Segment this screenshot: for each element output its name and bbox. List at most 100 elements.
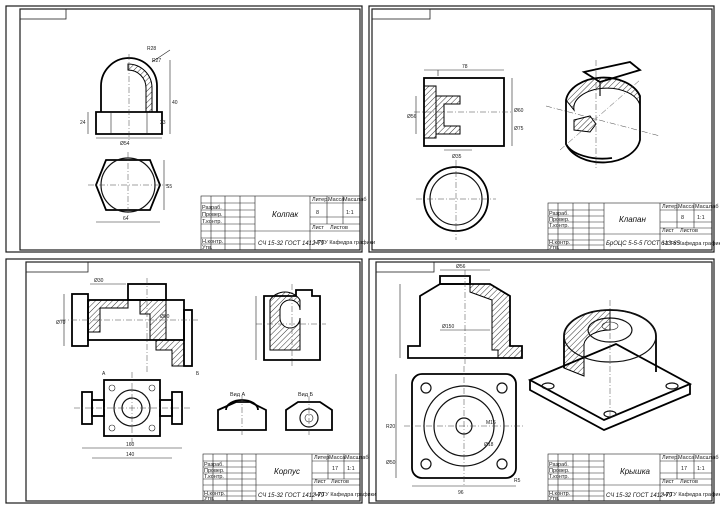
sheet-3-material: СЧ 15-32 ГОСТ 1412-79 xyxy=(258,493,325,499)
sheet-4-org: НГТУ Кафедра графики xyxy=(663,492,720,498)
cap-dim-r27: R27 xyxy=(152,58,161,64)
valve-dim-d60: Ø60 xyxy=(514,108,524,114)
sheet-3-title-block xyxy=(202,453,361,502)
cap-hex-view xyxy=(88,152,168,223)
body-dim-d60: Ø60 xyxy=(160,314,170,320)
body-dim-140: 140 xyxy=(126,452,135,458)
sheet-2-corner-box xyxy=(371,8,431,20)
valve-dim-d75: Ø75 xyxy=(514,126,524,132)
body-marker-b: Б xyxy=(196,371,200,377)
sheet-4-lit-header: Литер. xyxy=(662,455,679,461)
body-front-section xyxy=(60,278,200,372)
sheet-3-inner-frame xyxy=(25,261,361,502)
cap-dim-s5: S5 xyxy=(166,184,172,190)
cover-dim-r20: R20 xyxy=(386,424,395,430)
sheet-3-lit-header: Литер. xyxy=(314,455,331,461)
cap-dim-40: 40 xyxy=(172,100,178,106)
sheet-1-material: СЧ 15-32 ГОСТ 1412-79 xyxy=(258,241,325,247)
sheet-1-mass: 8 xyxy=(316,210,319,216)
sheet-2-row-razrab: Разраб. xyxy=(549,211,569,217)
body-view-a xyxy=(217,396,267,436)
sheet-3-title: Корпус xyxy=(274,467,300,476)
body-view-b-label: Вид Б xyxy=(298,392,313,398)
sheet-2-title-block xyxy=(547,202,713,251)
body-view-b xyxy=(285,396,333,436)
sheet-2-lit-header: Литер. xyxy=(662,204,679,210)
sheet-4-outer-frame xyxy=(368,258,715,504)
sheet-1-scale-header: Масштаб xyxy=(343,197,367,203)
body-side-section xyxy=(255,284,326,366)
sheet-1-sheets-label: Листов xyxy=(330,225,348,231)
sheet-4-title: Крышка xyxy=(620,467,650,476)
sheet-2-org: НГТУ Кафедра графики xyxy=(663,241,720,247)
sheet-1-scale: 1:1 xyxy=(346,210,354,216)
sheet-2: 78 Ø56 Ø60 Ø75 Ø35 xyxy=(368,5,720,253)
sheet-2-sheets-label: Листов xyxy=(680,228,698,234)
cover-dim-96: 96 xyxy=(458,490,464,496)
cap-dim-64: 64 xyxy=(123,216,129,222)
cap-front-view xyxy=(87,49,171,140)
sheet-3-mass: 17 xyxy=(332,466,338,472)
sheet-3-row-tkontr: Т.контр. xyxy=(204,474,224,480)
sheet-2-scale-header: Масштаб xyxy=(695,204,719,210)
sheet-2-material: БрОЦС 5-5-5 ГОСТ 613-65 xyxy=(606,241,680,247)
sheet-4-row-razrab: Разраб. xyxy=(549,462,569,468)
sheet-4-row-tkontr: Т.контр. xyxy=(549,474,569,480)
valve-dim-d35: Ø35 xyxy=(452,154,462,160)
sheet-1-lit-header: Литер. xyxy=(312,197,329,203)
sheet-3-sheet-label: Лист xyxy=(314,479,326,485)
cover-dim-m16: M16 xyxy=(486,420,496,426)
sheet-4-mass-header: Масса xyxy=(678,455,695,461)
sheet-4: Ø56 Ø150 Ø18 M16 R5 Ø50 96 R20 xyxy=(368,258,720,504)
sheet-3-scale-header: Масштаб xyxy=(345,455,369,461)
cover-dim-r5: R5 xyxy=(514,478,521,484)
sheet-1-sheet-label: Лист xyxy=(312,225,324,231)
cover-dim-d18: Ø18 xyxy=(484,442,494,448)
sheet-4-sheet-label: Лист xyxy=(662,479,674,485)
cap-dim-23: 23 xyxy=(160,120,166,126)
sheet-1-row-tkontr: Т.контр. xyxy=(202,219,222,225)
cover-front-section xyxy=(399,269,523,364)
sheet-4-row-nkontr: Н.контр. xyxy=(549,491,571,497)
body-dim-160: 160 xyxy=(126,442,135,448)
sheet-3-outer-frame xyxy=(5,258,363,504)
sheet-1-row-razrab: Разраб. xyxy=(202,205,222,211)
sheet-4-title-block xyxy=(547,453,713,502)
sheet-2-row-nkontr: Н.контр. xyxy=(549,240,571,246)
sheet-1-row-nkontr: Н.контр. xyxy=(202,239,224,245)
sheet-4-inner-frame xyxy=(375,261,713,502)
sheet-3-row-razrab: Разраб. xyxy=(204,462,224,468)
valve-circle-view xyxy=(416,160,496,240)
sheet-1: R28 R27 Ø54 40 24 23 S5 64 xyxy=(5,5,375,253)
body-top-view xyxy=(74,372,190,459)
sheet-3-scale: 1:1 xyxy=(347,466,355,472)
valve-section-view xyxy=(414,69,513,151)
body-dim-d30: Ø30 xyxy=(94,278,104,284)
sheet-2-row-prover: Провер. xyxy=(549,217,570,223)
cover-top-view xyxy=(395,366,524,487)
sheet-3-row-nkontr: Н.контр. xyxy=(204,491,226,497)
sheet-4-material: СЧ 15-32 ГОСТ 1412-79 xyxy=(606,493,673,499)
sheet-1-mass-header: Масса xyxy=(328,197,345,203)
cover-isometric-view xyxy=(527,300,693,431)
sheet-2-mass-header: Масса xyxy=(678,204,695,210)
sheet-3-corner-box xyxy=(25,261,89,273)
sheet-1-org: НГТУ Кафедра графики xyxy=(314,240,375,246)
sheet-2-title: Клапан xyxy=(619,215,646,224)
valve-dim-78: 78 xyxy=(462,64,468,70)
sheet-2-sheet-label: Лист xyxy=(662,228,674,234)
sheet-1-outer-frame xyxy=(5,5,363,253)
cover-dim-d150: Ø150 xyxy=(442,324,454,330)
body-dim-d70: Ø70 xyxy=(56,320,66,326)
sheet-1-row-utv: Утв. xyxy=(202,245,213,251)
sheet-4-sheets-label: Листов xyxy=(680,479,698,485)
cover-dim-d56: Ø56 xyxy=(456,264,466,270)
sheet-4-row-prover: Провер. xyxy=(549,468,570,474)
sheet-4-mass: 17 xyxy=(681,466,687,472)
sheet-2-row-tkontr: Т.контр. xyxy=(549,223,569,229)
body-marker-a: A xyxy=(102,371,106,377)
cap-dim-r28: R28 xyxy=(147,46,156,52)
sheet-3-mass-header: Масса xyxy=(329,455,346,461)
sheet-1-title-block xyxy=(200,195,361,251)
